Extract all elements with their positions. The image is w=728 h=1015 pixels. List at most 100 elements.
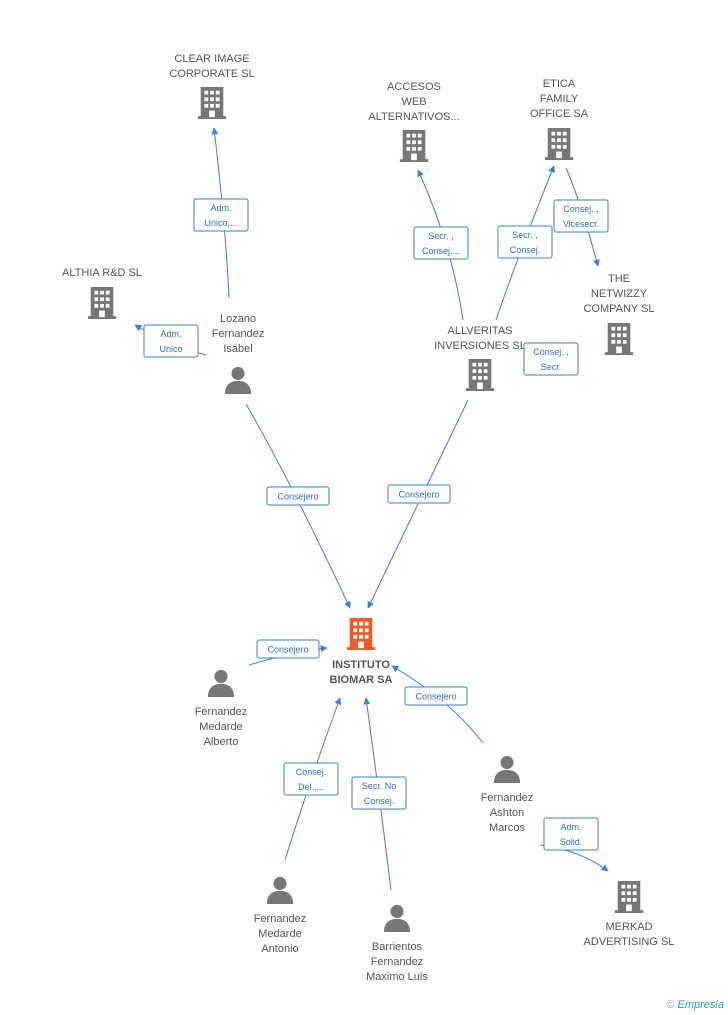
edge-label-text: Consej.	[296, 767, 327, 777]
node-label: INSTITUTO	[332, 659, 390, 671]
company-node-althia[interactable]: ALTHIA R&D SL	[62, 267, 142, 319]
node-label: BIOMAR SA	[330, 674, 393, 686]
node-label: Barrientos	[372, 941, 423, 953]
edge-label-text: Consejero	[277, 492, 318, 502]
node-label: Medarde	[199, 721, 242, 733]
building-icon	[544, 128, 574, 160]
edge-label-text: Consejero	[398, 490, 439, 500]
edge-label-text: Secr. No	[362, 781, 397, 791]
node-label: Fernandez	[481, 792, 534, 804]
edge-label-box	[193, 198, 249, 232]
edge-label-text: Adm.	[210, 203, 231, 213]
node-label: OFFICE SA	[530, 108, 589, 120]
edge-label-ashton-merkad[interactable]: Adm. Solid.	[543, 817, 599, 851]
company-node-etica[interactable]: ETICA FAMILY OFFICE SA	[530, 78, 589, 160]
edge-label-box	[404, 686, 468, 706]
node-label: ALTHIA R&D SL	[62, 267, 142, 279]
edge-label-text: Consej.	[510, 245, 541, 255]
node-label: INVERSIONES SL	[434, 340, 526, 352]
edge-label-text: Unico	[159, 344, 182, 354]
edge-label-allveritas-netwizzy[interactable]: Consej. ,Secr.	[523, 342, 579, 376]
company-node-accesos[interactable]: ACCESOSWEBALTERNATIVOS...	[368, 81, 460, 162]
edge-label-text: Consej.	[364, 796, 395, 806]
edge-label-ashton-instituto[interactable]: Consejero	[404, 686, 468, 706]
edge-line-allveritas-instituto	[367, 399, 469, 609]
edge-label-box	[351, 776, 407, 810]
node-label: CLEAR IMAGE	[174, 53, 249, 65]
edge-label-text: Adm.	[160, 329, 181, 339]
node-label: Alberto	[204, 736, 239, 748]
edge-label-alberto-instituto[interactable]: Consejero	[256, 639, 320, 659]
edge-label-allveritas-etica[interactable]: Secr. ,Consej.	[497, 225, 553, 259]
edge-label-text: Secr. ,	[428, 231, 454, 241]
node-label: NETWIZZY	[591, 288, 648, 300]
node-label: Medarde	[258, 928, 301, 940]
copyright-icon: ©	[666, 999, 675, 1011]
edge-label-box	[143, 324, 199, 358]
building-icon	[87, 287, 117, 319]
person-icon	[493, 755, 521, 783]
node-label: THE	[608, 273, 630, 285]
building-icon	[604, 323, 634, 355]
node-label: ACCESOS	[387, 81, 441, 93]
edge-label-text: Del.,...	[298, 782, 324, 792]
node-label: Antonio	[261, 943, 298, 955]
footer-brand[interactable]: ©Empresia	[666, 999, 724, 1011]
edge-line-lozano-instituto	[245, 403, 351, 609]
edge-label-lozano-althia[interactable]: Adm. Unico	[143, 324, 199, 358]
building-icon	[346, 618, 376, 650]
node-label: Fernandez	[212, 328, 265, 340]
person-icon	[383, 904, 411, 932]
edge-label-text: Consej....	[422, 246, 460, 256]
node-label: FAMILY	[540, 93, 579, 105]
node-label: Fernandez	[371, 956, 424, 968]
node-label: Fernandez	[254, 913, 307, 925]
node-label: Marcos	[489, 822, 526, 834]
edge-label-box	[497, 225, 553, 259]
edge-label-text: Unico,...	[204, 218, 237, 228]
node-label: MERKAD	[605, 921, 652, 933]
company-node-instituto[interactable]: INSTITUTO BIOMAR SA	[330, 618, 393, 686]
node-label: Maximo Luis	[366, 971, 428, 983]
company-node-netwizzy[interactable]: THE NETWIZZY COMPANY SL	[583, 273, 655, 355]
node-label: Fernandez	[195, 706, 248, 718]
edge-label-text: Vicesecr.	[563, 219, 599, 229]
person-icon	[207, 669, 235, 697]
edge-label-text: Consej. ,	[563, 204, 599, 214]
edge-label-box	[256, 639, 320, 659]
node-label: Ashton	[490, 807, 524, 819]
person-icon	[224, 366, 252, 394]
edge-label-lozano-instituto[interactable]: Consejero	[266, 486, 330, 506]
edge-label-text: Adm.	[560, 822, 581, 832]
brand-name: Empresia	[677, 999, 724, 1011]
edge-label-allveritas-accesos[interactable]: Secr. , Consej....	[413, 226, 469, 260]
edge-label-box	[266, 486, 330, 506]
edge-label-barrientos-instituto[interactable]: Secr. No Consej.	[351, 776, 407, 810]
building-icon	[399, 130, 429, 162]
edge-label-lozano-clear[interactable]: Adm. Unico,...	[193, 198, 249, 232]
edge-label-antonio-instituto[interactable]: Consej. Del.,...	[283, 762, 339, 796]
edge-label-box	[387, 484, 451, 504]
edge-label-text: Solid.	[560, 837, 583, 847]
node-label: WEB	[401, 96, 426, 108]
node-label: COMPANY SL	[583, 303, 654, 315]
edge-label-text: Secr.	[541, 362, 562, 372]
edge-label-box	[553, 199, 609, 233]
edge-label-box	[283, 762, 339, 796]
node-label: Lozano	[220, 313, 256, 325]
node-label: ETICA	[543, 78, 576, 90]
edge-label-etica-netwizzy[interactable]: Consej. , Vicesecr.	[553, 199, 609, 233]
edge-label-text: Consejero	[415, 692, 456, 702]
edge-label-allveritas-instituto[interactable]: Consejero	[387, 484, 451, 504]
node-label: Isabel	[223, 343, 252, 355]
